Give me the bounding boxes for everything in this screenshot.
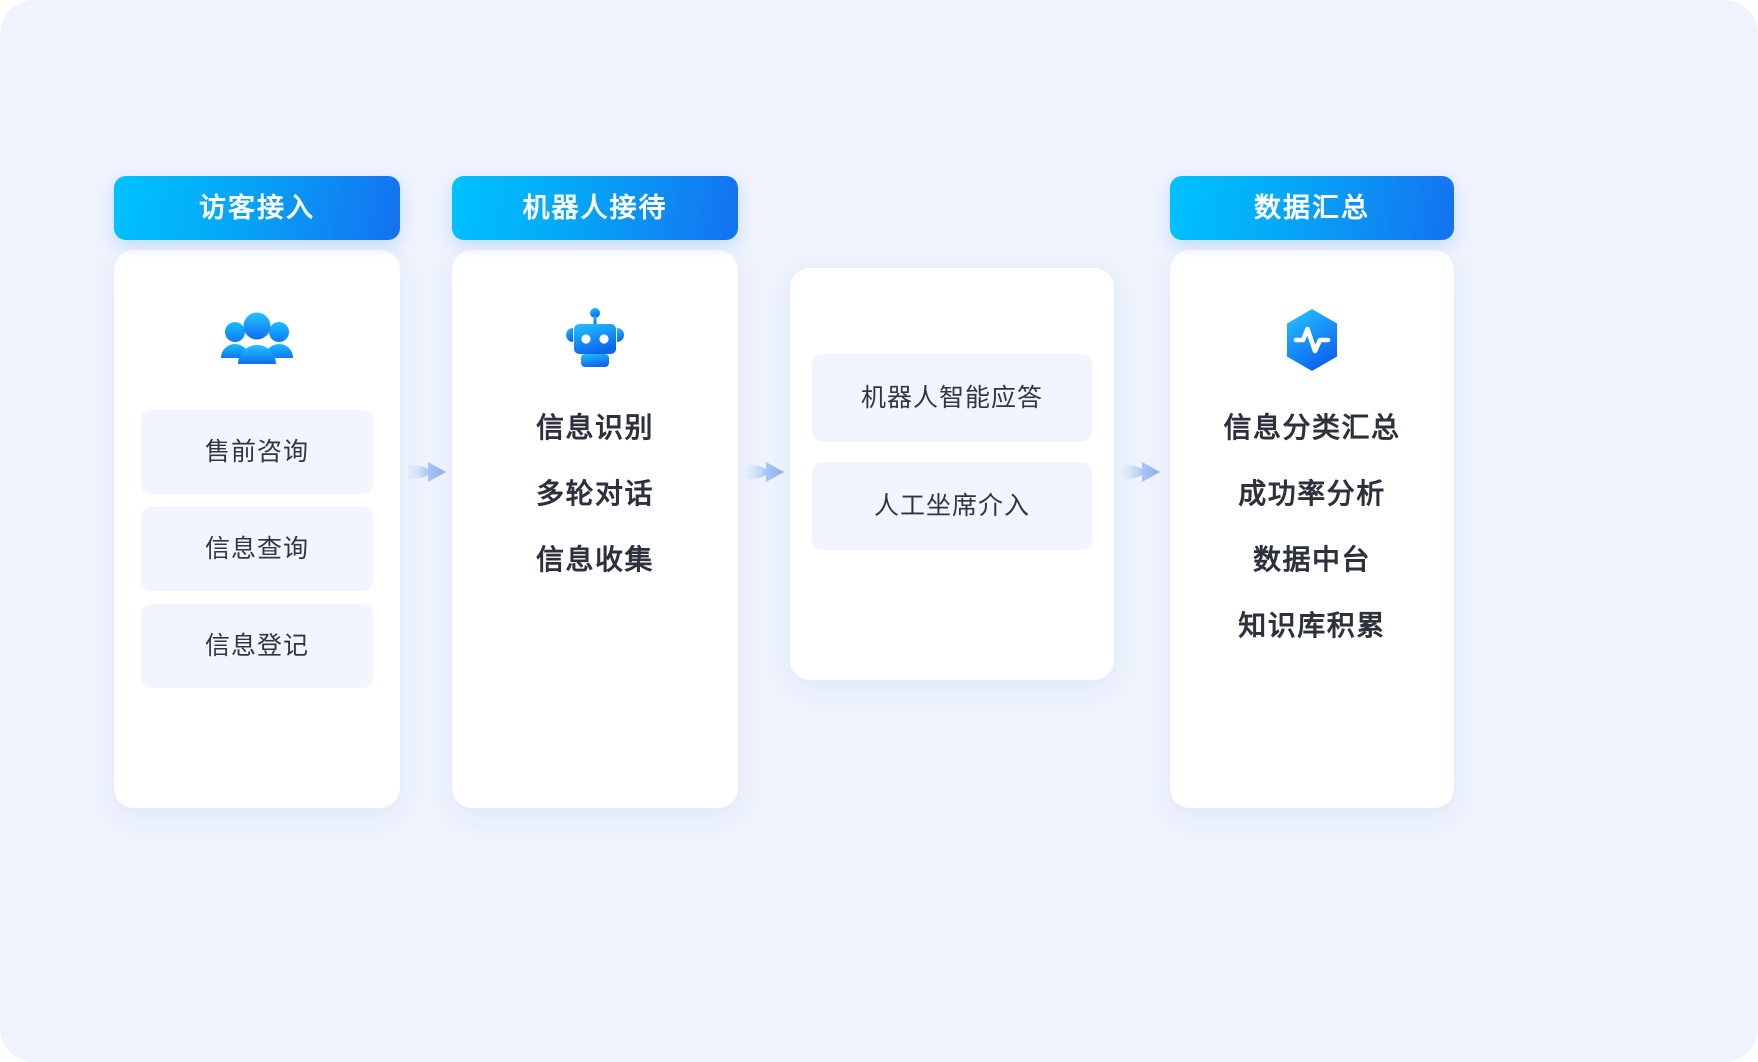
flow-arrow-icon	[1122, 455, 1168, 489]
list-item[interactable]: 成功率分析	[1238, 478, 1386, 509]
stage-header-robot-reception: 机器人接待	[452, 176, 738, 240]
stage-card-response-handling: 机器人智能应答 人工坐席介入	[790, 268, 1114, 680]
list-item[interactable]: 信息查询	[141, 507, 373, 591]
stage-header-data-summary: 数据汇总	[1170, 176, 1454, 240]
list-item-label: 人工坐席介入	[873, 491, 1030, 520]
list-item[interactable]: 信息收集	[535, 544, 654, 575]
stage-robot-reception[interactable]: 机器人接待	[452, 176, 738, 808]
stage-header-label: 访客接入	[199, 192, 315, 223]
stage-card-robot-reception: 信息识别 多轮对话 信息收集	[452, 250, 738, 808]
stage-card-visitor-access: 售前咨询 信息查询 信息登记	[114, 250, 400, 808]
stage-data-summary[interactable]: 数据汇总 信息分类汇总	[1170, 176, 1454, 808]
list-item[interactable]: 知识库积累	[1238, 610, 1386, 641]
list-item[interactable]: 信息登记	[141, 604, 373, 688]
stage-item-list: 信息分类汇总 成功率分析 数据中台 知识库积累	[1170, 414, 1454, 640]
list-item[interactable]: 信息分类汇总	[1223, 412, 1401, 443]
list-item[interactable]: 数据中台	[1252, 544, 1371, 575]
list-item[interactable]: 多轮对话	[535, 478, 654, 509]
list-item-label: 信息查询	[204, 534, 309, 563]
list-item-label: 信息登记	[204, 631, 309, 660]
stage-header-visitor-access: 访客接入	[114, 176, 400, 240]
list-item[interactable]: 机器人智能应答	[812, 354, 1092, 442]
list-item[interactable]: 人工坐席介入	[812, 462, 1092, 550]
list-item[interactable]: 信息识别	[535, 412, 654, 443]
flow-arrow-icon	[746, 455, 792, 489]
list-item-label: 售前咨询	[204, 437, 309, 466]
people-group-icon	[220, 308, 294, 372]
robot-icon	[558, 308, 632, 372]
list-item[interactable]: 售前咨询	[141, 410, 373, 494]
list-item-label: 机器人智能应答	[860, 383, 1043, 412]
stage-header-label: 机器人接待	[522, 192, 668, 223]
flow-arrow-icon	[408, 455, 454, 489]
stage-item-list: 售前咨询 信息查询 信息登记	[114, 410, 400, 688]
stage-header-label: 数据汇总	[1254, 192, 1370, 223]
stage-card-data-summary: 信息分类汇总 成功率分析 数据中台 知识库积累	[1170, 250, 1454, 808]
stage-item-list: 机器人智能应答 人工坐席介入	[790, 354, 1114, 550]
stage-visitor-access[interactable]: 访客接入	[114, 176, 400, 808]
stage-response-handling[interactable]: 机器人智能应答 人工坐席介入	[790, 268, 1114, 680]
stage-item-list: 信息识别 多轮对话 信息收集	[452, 414, 738, 574]
hexagon-pulse-icon	[1275, 308, 1349, 372]
